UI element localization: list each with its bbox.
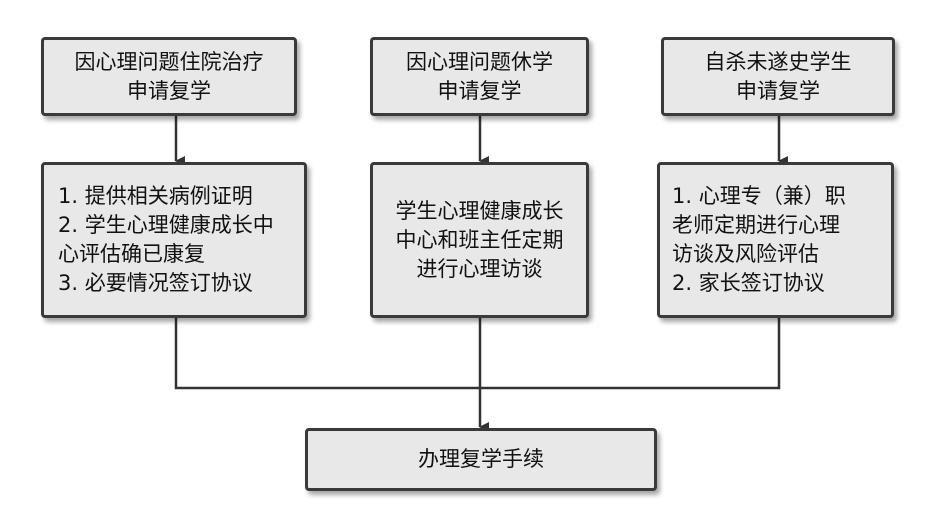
box-text-line: 访谈及风险评估: [672, 242, 819, 266]
middle-box-right: 1. 心理专（兼）职 老师定期进行心理 访谈及风险评估 2. 家长签订协议: [657, 162, 894, 318]
box-text-line: 1. 提供相关病例证明: [58, 184, 253, 208]
top-box-hospitalized: 因心理问题住院治疗 申请复学: [41, 37, 297, 116]
box-text-line: 因心理问题住院治疗: [74, 49, 264, 74]
box-text-line: 3. 必要情况签订协议: [58, 271, 253, 295]
box-text-line: 中心和班主任定期: [395, 227, 564, 252]
box-text-line: 1. 心理专（兼）职: [672, 184, 846, 208]
box-text-line: 自杀未遂史学生: [704, 49, 852, 74]
box-text-line: 因心理问题休学: [406, 49, 553, 74]
merge-line: [174, 317, 781, 390]
box-text-line: 学生心理健康成长: [395, 198, 564, 223]
box-text-line: 申请复学: [736, 78, 820, 103]
top-box-suicide-attempt: 自杀未遂史学生 申请复学: [661, 37, 895, 116]
box-text-line: 老师定期进行心理: [672, 213, 840, 237]
bottom-box-complete-procedures: 办理复学手续: [305, 428, 657, 491]
top-box-suspended: 因心理问题休学 申请复学: [370, 37, 589, 116]
box-text-line: 心评估确已康复: [58, 242, 205, 266]
middle-box-center: 学生心理健康成长 中心和班主任定期 进行心理访谈: [370, 162, 589, 318]
bottom-box-label: 办理复学手续: [418, 447, 544, 471]
box-text-line: 申请复学: [437, 78, 522, 103]
box-text-line: 进行心理访谈: [416, 256, 543, 281]
middle-box-left: 1. 提供相关病例证明 2. 学生心理健康成长中 心评估确已康复 3. 必要情况…: [41, 162, 307, 318]
box-text-line: 申请复学: [127, 78, 211, 103]
box-text-line: 2. 学生心理健康成长中: [58, 213, 274, 237]
box-text-line: 2. 家长签订协议: [672, 271, 825, 295]
